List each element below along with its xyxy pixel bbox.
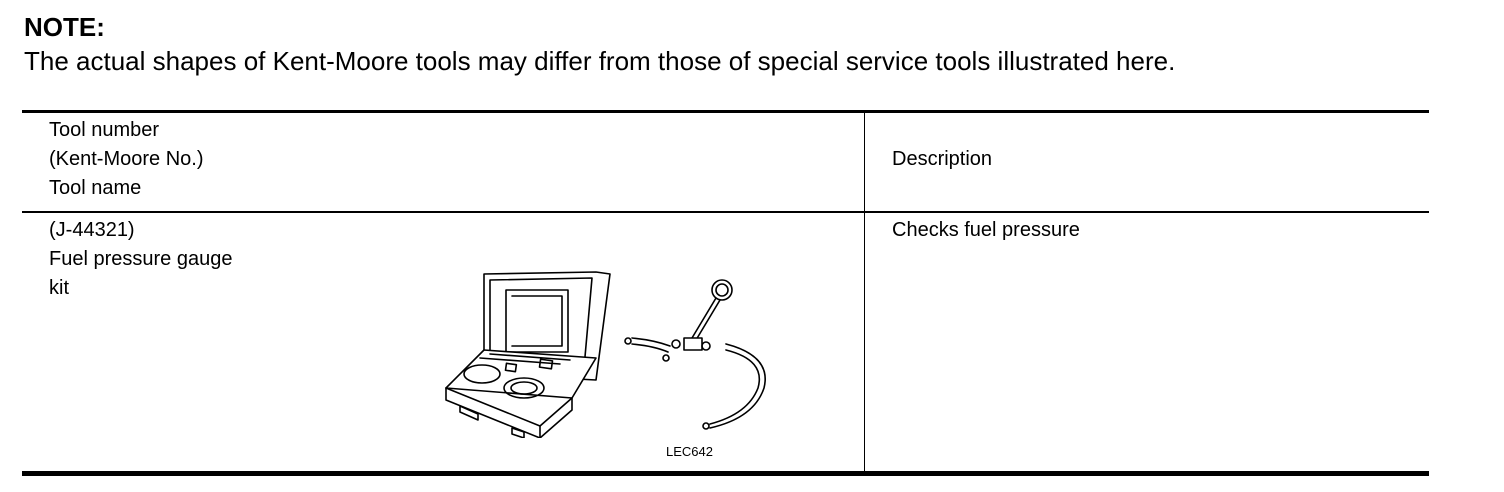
header-tool-cell: Tool number (Kent-Moore No.) Tool name: [49, 116, 204, 203]
table-bottom-rule: [22, 471, 1429, 476]
note-text: The actual shapes of Kent-Moore tools ma…: [24, 46, 1176, 76]
tool-description: Checks fuel pressure: [892, 219, 1080, 241]
note-heading: NOTE:: [24, 12, 105, 42]
table-row-tool-cell: (J-44321) Fuel pressure gauge kit: [49, 216, 232, 303]
fuel-pressure-gauge-kit-illustration: [445, 271, 766, 438]
tool-name-line1: Fuel pressure gauge: [49, 248, 233, 270]
tool-table: Tool number (Kent-Moore No.) Tool name D…: [22, 110, 1429, 476]
tool-number: (J-44321): [49, 219, 135, 241]
header-divider-rule: [22, 211, 1429, 213]
figure-code: LEC642: [666, 444, 713, 459]
header-kent-moore-no: (Kent-Moore No.): [49, 148, 204, 170]
header-description: Description: [892, 148, 993, 170]
header-tool-number: Tool number: [49, 119, 160, 141]
tool-name-line2: kit: [49, 277, 69, 299]
column-divider: [864, 113, 865, 471]
table-top-rule: [22, 110, 1429, 113]
header-tool-name: Tool name: [49, 177, 142, 199]
